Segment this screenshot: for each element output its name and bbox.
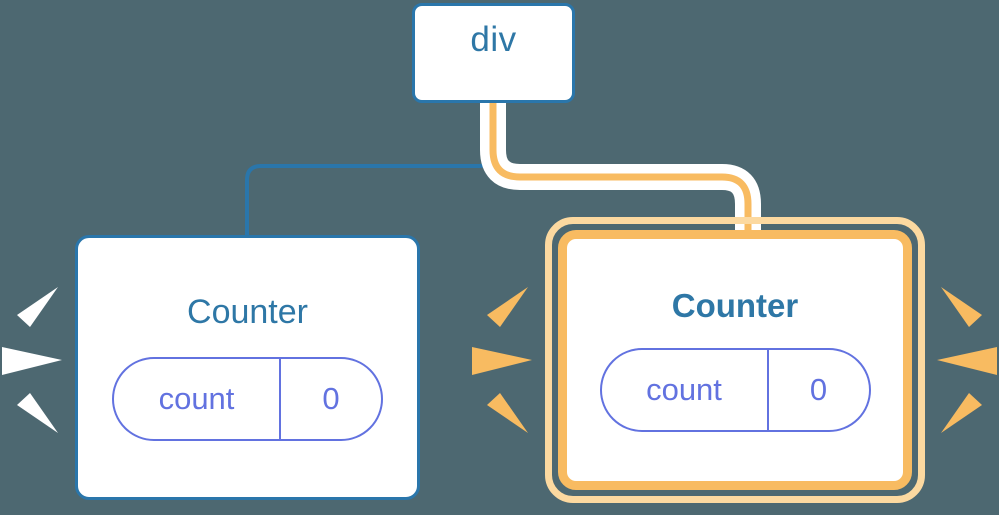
- sparkle-ray-lower: [941, 393, 982, 433]
- node-div-label: div: [470, 19, 517, 59]
- node-counter-right[interactable]: Counter count 0: [558, 230, 912, 490]
- sparkle-ray-lower: [487, 393, 528, 433]
- sparkle-ray-upper: [17, 287, 58, 327]
- sparkle-ray-middle: [2, 347, 62, 375]
- sparkle-ray-upper: [941, 287, 982, 327]
- node-counter-right-label: Counter: [671, 286, 799, 324]
- sparkle-ray-middle: [937, 347, 997, 375]
- state-pill-right: count 0: [599, 347, 871, 432]
- state-value-right: 0: [766, 349, 869, 430]
- sparkle-ray-lower: [17, 393, 58, 433]
- sparkle-burst-left-counter: [2, 287, 62, 433]
- node-div[interactable]: div: [412, 3, 575, 103]
- state-key-right: count: [646, 372, 722, 407]
- state-key-left: count: [158, 381, 235, 416]
- state-pill-left: count 0: [112, 356, 383, 441]
- sparkle-ray-upper: [487, 287, 528, 327]
- sparkle-burst-right-counter-right-side: [937, 287, 997, 433]
- state-value-left: 0: [279, 358, 381, 439]
- sparkle-burst-right-counter-left-side: [472, 287, 532, 433]
- node-counter-left[interactable]: Counter count 0: [75, 235, 420, 500]
- node-counter-left-label: Counter: [187, 292, 308, 331]
- sparkle-ray-middle: [472, 347, 532, 375]
- connector-to-left-counter: [245, 103, 495, 236]
